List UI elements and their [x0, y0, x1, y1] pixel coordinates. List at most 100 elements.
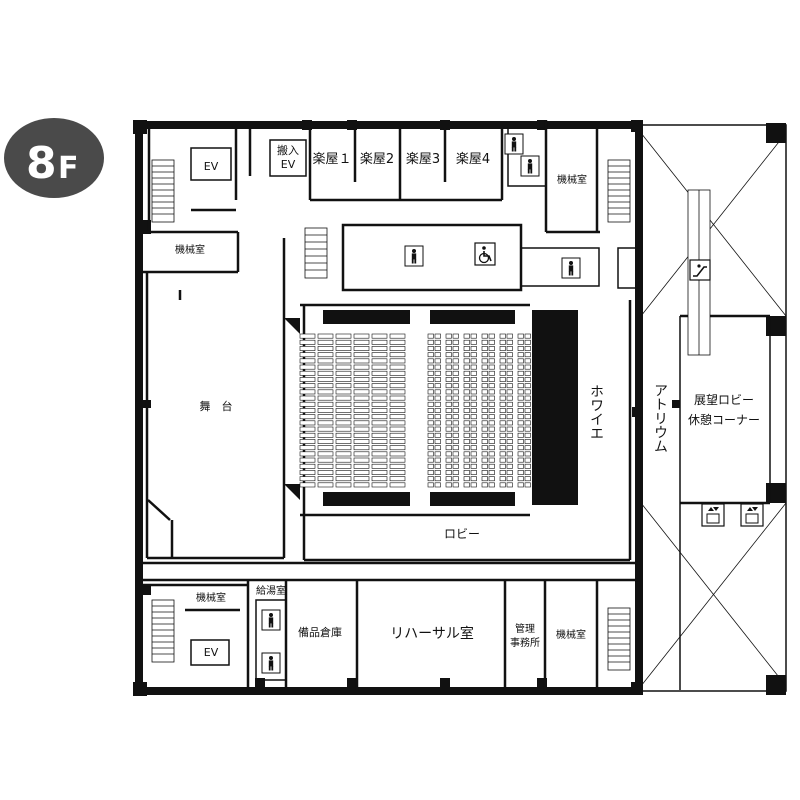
floor-badge: 8 F	[4, 118, 104, 198]
seat	[463, 370, 470, 376]
seat	[353, 426, 370, 432]
seat	[506, 408, 513, 413]
seat	[371, 463, 388, 469]
seat	[524, 401, 531, 407]
seat	[427, 339, 434, 345]
label-dressing-1: 楽屋１	[312, 151, 351, 167]
seat	[434, 364, 441, 370]
seat	[445, 463, 452, 469]
seat	[517, 364, 524, 370]
seat	[299, 457, 316, 463]
seat	[317, 408, 334, 413]
seat	[371, 377, 388, 382]
label-ev-top: EV	[204, 160, 219, 173]
seat	[389, 352, 406, 358]
seat	[353, 414, 370, 420]
seat	[470, 370, 477, 376]
seat	[463, 432, 470, 438]
seat	[524, 426, 531, 432]
seat	[517, 463, 524, 469]
seat	[488, 420, 495, 426]
label-loading-ev-2: EV	[281, 158, 296, 171]
seat	[488, 408, 495, 413]
seat	[389, 358, 406, 364]
seat	[371, 346, 388, 351]
seat	[299, 358, 316, 364]
seat	[488, 377, 495, 382]
seat	[463, 470, 470, 475]
seat	[427, 476, 434, 482]
seat	[445, 482, 452, 488]
seat	[506, 377, 513, 382]
seat	[524, 408, 531, 413]
seat	[524, 346, 531, 351]
seat	[299, 352, 316, 358]
seat	[506, 401, 513, 407]
seat	[353, 432, 370, 438]
seat	[317, 383, 334, 389]
seat	[452, 346, 459, 351]
seat	[517, 389, 524, 395]
seat	[499, 383, 506, 389]
seat	[445, 370, 452, 376]
seat	[470, 346, 477, 351]
seat	[481, 414, 488, 420]
seat	[317, 432, 334, 438]
seat	[506, 339, 513, 345]
seat	[445, 408, 452, 413]
label-office-1: 管理	[515, 622, 535, 635]
seat	[452, 358, 459, 364]
seat	[353, 401, 370, 407]
seat	[317, 377, 334, 382]
seat	[434, 445, 441, 451]
seat	[317, 457, 334, 463]
seat	[506, 457, 513, 463]
seat	[445, 439, 452, 444]
seat	[470, 482, 477, 488]
seat	[299, 389, 316, 395]
seat	[371, 395, 388, 401]
seat	[299, 476, 316, 482]
label-observation-2: 休憩コーナー	[688, 412, 760, 427]
label-foyer: ホワイエ	[588, 384, 604, 440]
seat	[427, 470, 434, 475]
seat	[470, 401, 477, 407]
seat	[506, 346, 513, 351]
seat	[488, 457, 495, 463]
seat	[335, 389, 352, 395]
seat	[452, 395, 459, 401]
seat	[470, 476, 477, 482]
seat	[445, 346, 452, 351]
seat	[389, 476, 406, 482]
seat	[452, 463, 459, 469]
seat	[389, 370, 406, 376]
restroom-icon-4	[562, 258, 580, 278]
seat	[488, 352, 495, 358]
seat	[499, 389, 506, 395]
seat	[506, 389, 513, 395]
seat	[353, 352, 370, 358]
seat	[445, 426, 452, 432]
seat	[470, 414, 477, 420]
interior-walls	[143, 120, 771, 690]
restroom-icon-2	[521, 156, 539, 176]
seat	[434, 352, 441, 358]
seat	[427, 401, 434, 407]
seat	[434, 482, 441, 488]
seat	[481, 352, 488, 358]
seat	[470, 364, 477, 370]
seat	[452, 426, 459, 432]
seat	[488, 463, 495, 469]
seat	[434, 470, 441, 475]
seat	[427, 432, 434, 438]
seat	[353, 420, 370, 426]
seat	[427, 377, 434, 382]
seat	[499, 339, 506, 345]
seat	[463, 339, 470, 345]
seat	[488, 333, 495, 339]
seat	[452, 457, 459, 463]
seat	[463, 420, 470, 426]
seat	[317, 395, 334, 401]
seat	[488, 358, 495, 364]
seat	[481, 408, 488, 413]
